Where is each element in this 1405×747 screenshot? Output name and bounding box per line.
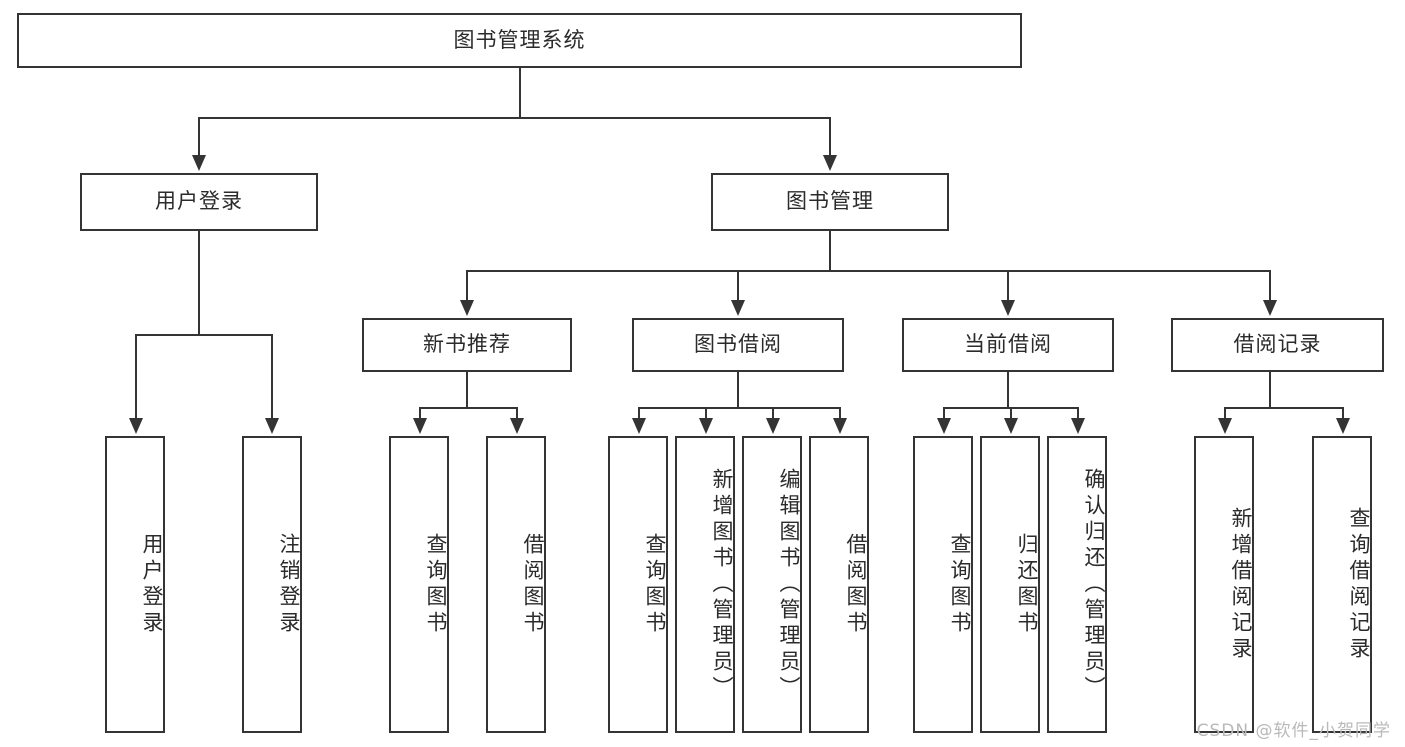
connector-level3-branch-1 xyxy=(466,270,468,302)
connector-root-stem xyxy=(519,68,521,117)
connector-new-book-branch-2 xyxy=(516,407,518,420)
arrowhead-book-borrow xyxy=(731,300,745,316)
connector-book-borrow-branch-4 xyxy=(839,407,841,420)
leaf-logout[interactable]: 注销登录 xyxy=(242,436,302,733)
arrowhead-bookborrow-leaf-3 xyxy=(766,418,780,434)
arrowhead-leaf-logout xyxy=(265,418,279,434)
node-label: 借阅记录 xyxy=(1233,332,1322,357)
node-current-borrow[interactable]: 当前借阅 xyxy=(902,318,1114,372)
connector-level3-branch-4 xyxy=(1269,270,1271,302)
arrowhead-borrowrecord-leaf-2 xyxy=(1336,418,1350,434)
node-label: 编辑图书（管理员） xyxy=(777,467,801,702)
connector-root-to-book-manage xyxy=(829,117,831,157)
connector-root-to-user-login xyxy=(198,117,200,157)
node-user-login[interactable]: 用户登录 xyxy=(80,173,318,231)
connector-current-borrow-stem xyxy=(1007,372,1009,407)
connector-level3-bus xyxy=(466,270,1270,272)
node-label: 用户登录 xyxy=(155,189,243,214)
node-book-manage[interactable]: 图书管理 xyxy=(711,173,949,231)
leaf-bookborrow-edit-book[interactable]: 编辑图书（管理员） xyxy=(742,436,802,733)
leaf-borrowrecord-query-record[interactable]: 查询借阅记录 xyxy=(1312,436,1372,733)
arrowhead-leaf-user-login xyxy=(129,418,143,434)
leaf-bookborrow-borrow-book[interactable]: 借阅图书 xyxy=(809,436,869,733)
arrowhead-new-book-recommend xyxy=(460,300,474,316)
node-label: 图书管理 xyxy=(786,189,874,214)
connector-book-borrow-branch-1 xyxy=(638,407,640,420)
arrowhead-user-login xyxy=(192,155,206,171)
node-borrow-record[interactable]: 借阅记录 xyxy=(1171,318,1384,372)
connector-root-bus xyxy=(198,117,830,119)
arrowhead-currentborrow-leaf-3 xyxy=(1071,418,1085,434)
leaf-currentborrow-confirm-return[interactable]: 确认归还（管理员） xyxy=(1047,436,1107,733)
leaf-newbook-borrow-book[interactable]: 借阅图书 xyxy=(486,436,546,733)
node-label: 图书借阅 xyxy=(694,332,782,357)
connector-borrow-record-branch-2 xyxy=(1342,407,1344,420)
connector-level3-branch-3 xyxy=(1007,270,1009,302)
leaf-currentborrow-query-book[interactable]: 查询图书 xyxy=(913,436,973,733)
connector-book-borrow-stem xyxy=(737,372,739,407)
connector-current-borrow-branch-2 xyxy=(1010,407,1012,420)
arrowhead-bookborrow-leaf-4 xyxy=(833,418,847,434)
node-label: 查询图书 xyxy=(424,532,448,637)
leaf-bookborrow-query-book[interactable]: 查询图书 xyxy=(608,436,668,733)
node-label: 新增借阅记录 xyxy=(1229,506,1253,663)
connector-user-login-bus xyxy=(135,334,273,336)
node-label: 用户登录 xyxy=(140,532,164,637)
arrowhead-newbook-leaf-1 xyxy=(413,418,427,434)
connector-book-borrow-branch-3 xyxy=(772,407,774,420)
connector-new-book-branch-1 xyxy=(419,407,421,420)
node-label: 当前借阅 xyxy=(964,332,1052,357)
arrowhead-borrowrecord-leaf-1 xyxy=(1218,418,1232,434)
node-label: 归还图书 xyxy=(1015,532,1039,637)
connector-book-borrow-bus xyxy=(638,407,841,409)
arrowhead-currentborrow-leaf-2 xyxy=(1004,418,1018,434)
node-label: 借阅图书 xyxy=(844,532,868,637)
leaf-currentborrow-return-book[interactable]: 归还图书 xyxy=(980,436,1040,733)
connector-borrow-record-branch-1 xyxy=(1224,407,1226,420)
arrowhead-current-borrow xyxy=(1001,300,1015,316)
connector-new-book-stem xyxy=(466,372,468,407)
node-label: 新增图书（管理员） xyxy=(710,467,734,702)
leaf-newbook-query-book[interactable]: 查询图书 xyxy=(389,436,449,733)
connector-book-manage-stem xyxy=(829,231,831,270)
node-root-system[interactable]: 图书管理系统 xyxy=(17,13,1022,68)
node-book-borrow[interactable]: 图书借阅 xyxy=(632,318,844,372)
node-new-book-recommend[interactable]: 新书推荐 xyxy=(362,318,572,372)
node-label: 查询借阅记录 xyxy=(1347,506,1371,663)
leaf-bookborrow-add-book[interactable]: 新增图书（管理员） xyxy=(675,436,735,733)
connector-book-borrow-branch-2 xyxy=(705,407,707,420)
node-label: 查询图书 xyxy=(643,532,667,637)
node-label: 新书推荐 xyxy=(423,332,511,357)
connector-current-borrow-branch-3 xyxy=(1077,407,1079,420)
connector-borrow-record-bus xyxy=(1224,407,1344,409)
node-label: 借阅图书 xyxy=(521,532,545,637)
connector-level3-branch-2 xyxy=(737,270,739,302)
connector-borrow-record-stem xyxy=(1269,372,1271,407)
leaf-user-login[interactable]: 用户登录 xyxy=(105,436,165,733)
arrowhead-bookborrow-leaf-2 xyxy=(699,418,713,434)
connector-current-borrow-branch-1 xyxy=(943,407,945,420)
leaf-borrowrecord-add-record[interactable]: 新增借阅记录 xyxy=(1194,436,1254,733)
arrowhead-borrow-record xyxy=(1263,300,1277,316)
node-label: 注销登录 xyxy=(277,532,301,637)
node-label: 图书管理系统 xyxy=(453,27,586,52)
connector-user-login-branch-1 xyxy=(135,334,137,420)
connector-user-login-branch-2 xyxy=(271,334,273,420)
arrowhead-bookborrow-leaf-1 xyxy=(632,418,646,434)
node-label: 查询图书 xyxy=(948,532,972,637)
arrowhead-newbook-leaf-2 xyxy=(510,418,524,434)
arrowhead-currentborrow-leaf-1 xyxy=(937,418,951,434)
connector-new-book-bus xyxy=(419,407,518,409)
node-label: 确认归还（管理员） xyxy=(1082,467,1106,702)
arrowhead-book-manage xyxy=(823,155,837,171)
connector-user-login-stem xyxy=(198,231,200,334)
